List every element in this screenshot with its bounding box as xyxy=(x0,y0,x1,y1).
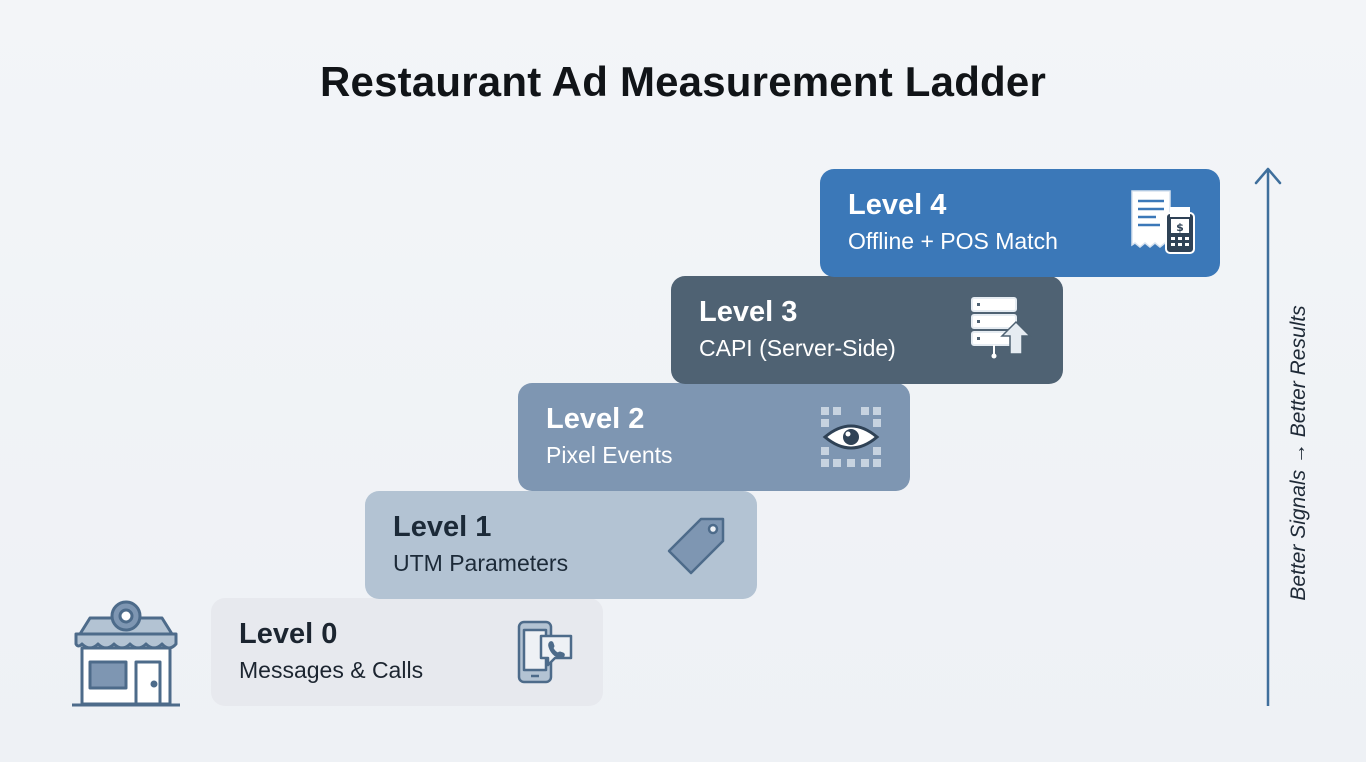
ladder-step-level-0: Level 0 Messages & Calls xyxy=(211,598,603,706)
step-level-label: Level 1 xyxy=(393,511,492,543)
phone-message-icon xyxy=(517,620,573,684)
svg-text:$: $ xyxy=(1176,221,1184,234)
ladder-step-level-3: Level 3 CAPI (Server-Side) xyxy=(671,276,1063,384)
storefront-icon xyxy=(72,600,180,707)
step-level-label: Level 3 xyxy=(699,296,798,328)
tag-icon xyxy=(667,517,725,575)
step-description: CAPI (Server-Side) xyxy=(699,335,896,361)
step-description: Offline + POS Match xyxy=(848,228,1058,254)
step-level-label: Level 0 xyxy=(239,618,338,650)
server-upload-icon xyxy=(971,297,1032,359)
ladder-step-level-4: Level 4 Offline + POS Match $ xyxy=(820,169,1220,277)
step-description: UTM Parameters xyxy=(393,550,569,576)
page-title: Restaurant Ad Measurement Ladder xyxy=(319,58,1047,105)
step-description: Pixel Events xyxy=(546,442,673,468)
up-arrow-icon xyxy=(1254,167,1282,706)
step-description: Messages & Calls xyxy=(239,657,424,683)
step-level-label: Level 4 xyxy=(848,189,947,221)
receipt-pos-icon: $ xyxy=(1131,190,1195,254)
step-level-label: Level 2 xyxy=(546,403,645,435)
ladder-step-level-1: Level 1 UTM Parameters xyxy=(365,491,757,599)
axis-label: Better Signals → Better Results xyxy=(1287,305,1310,601)
ladder-step-level-2: Level 2 Pixel Events xyxy=(518,383,910,491)
eye-scan-icon xyxy=(821,407,881,467)
